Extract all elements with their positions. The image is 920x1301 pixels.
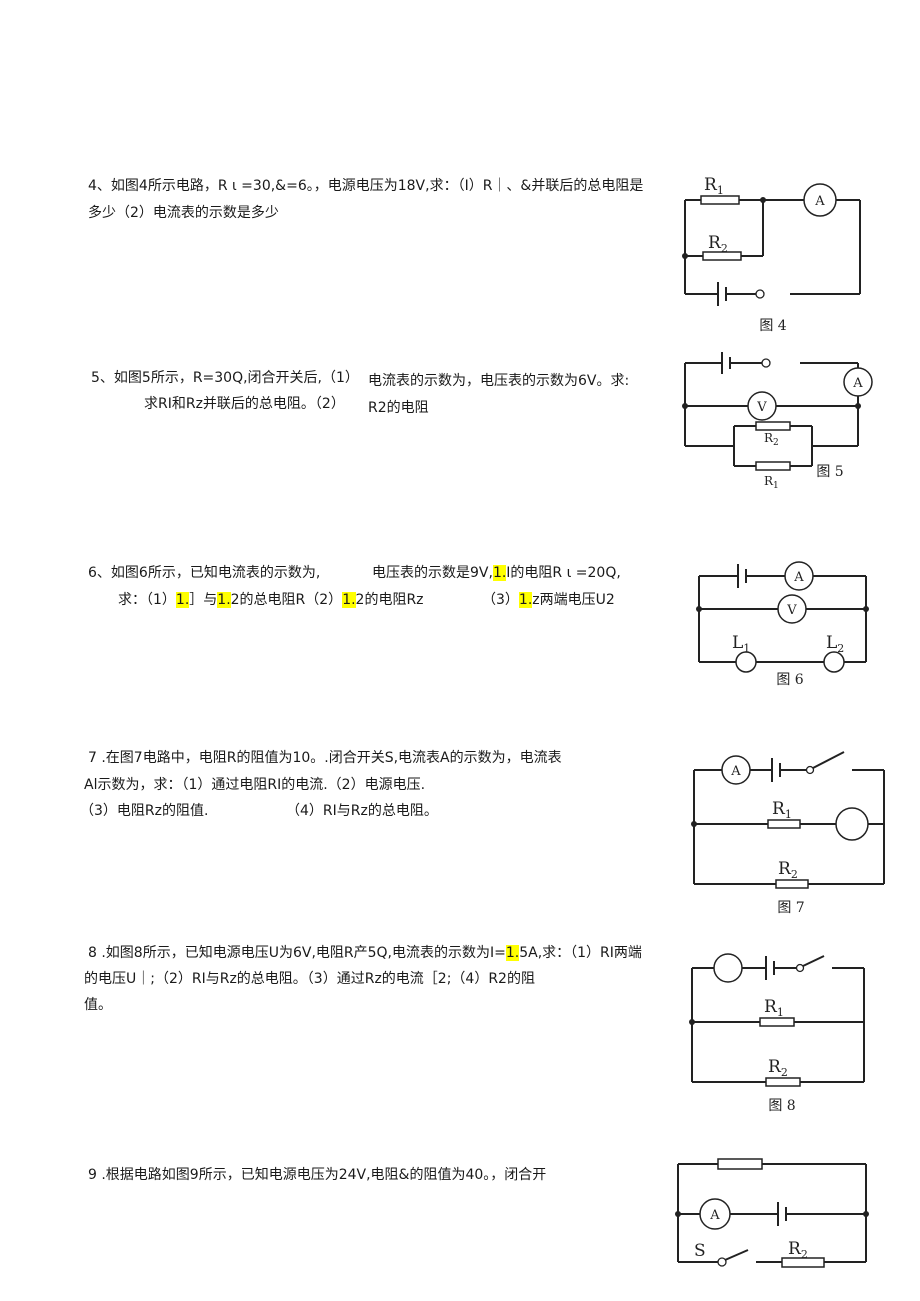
fig5-voltmeter-label: V bbox=[756, 400, 767, 415]
fig7-ammeter-label: A bbox=[730, 764, 741, 779]
fig7-r1-resistor bbox=[767, 819, 801, 829]
fig6-lamp-l2 bbox=[823, 651, 845, 673]
q6-l2a: 求：（1） bbox=[118, 592, 176, 608]
q6-l2e: （3） bbox=[482, 592, 519, 608]
fig4-r1-label: R1 bbox=[704, 175, 724, 197]
q6-highlight-2: 1. bbox=[175, 592, 190, 608]
q6-text-line1b: 电压表的示数是9V,1.I的电阻R ι =20Q, bbox=[372, 563, 621, 583]
q7-text-line3a: （3）电阻Rz的阻值. bbox=[80, 803, 209, 819]
fig5-r1-label: R1 bbox=[764, 474, 779, 491]
q6-highlight-1: 1. bbox=[492, 565, 507, 581]
q6-text-line1a: 6、如图6所示，已知电流表的示数为, bbox=[88, 565, 321, 581]
q5-text-line2a: 求RI和Rz并联后的总电阻。（2） bbox=[144, 396, 345, 412]
q5-text-line1b: 电流表的示数为，电压表的示数为6V。求: bbox=[368, 373, 630, 389]
q7-text-line3b: （4）RI与Rz的总电阻。 bbox=[286, 803, 438, 819]
q8-text-line1: 8 .如图8所示，已知电源电压U为6V,电阻R产5Q,电流表的示数为I=1.5A… bbox=[88, 943, 642, 963]
figure-9-circuit: A S R2 bbox=[675, 1158, 869, 1268]
q7-text-line2: Al示数为，求：（1）通过电阻RI的电流.（2）电源电压. bbox=[84, 777, 426, 793]
q6-l2f: z两端电压U2 bbox=[532, 592, 615, 608]
fig9-r1-resistor bbox=[717, 1158, 763, 1170]
fig4-ammeter-label: A bbox=[814, 194, 825, 209]
fig4-r1-resistor bbox=[700, 195, 740, 205]
q4-text-line2: 多少（2）电流表的示数是多少 bbox=[88, 205, 279, 221]
fig6-voltmeter-label: V bbox=[786, 603, 797, 618]
fig8-r1-label: R1 bbox=[764, 997, 784, 1019]
fig7-caption: 图 7 bbox=[777, 900, 804, 916]
fig5-caption: 图 5 bbox=[816, 464, 843, 480]
figure-4-circuit: A R1 R2 图 4 bbox=[682, 175, 861, 334]
fig7-r2-label: R2 bbox=[778, 859, 798, 881]
fig6-lamp-l1 bbox=[735, 651, 757, 673]
q6-voltage-text: 电压表的示数是9V, bbox=[372, 565, 493, 581]
fig9-r2-label: R2 bbox=[788, 1239, 808, 1261]
q6-highlight-3: 1. bbox=[217, 592, 231, 608]
fig8-r1-resistor bbox=[759, 1017, 795, 1027]
q6-r1-text: I的电阻R ι =20Q, bbox=[506, 565, 621, 581]
fig7-ammeter-a1 bbox=[835, 807, 869, 841]
figure-7-circuit: A R1 R2 图 7 bbox=[691, 751, 885, 916]
fig7-r2-resistor bbox=[775, 879, 809, 889]
q6-l2c: 2的总电阻R（2） bbox=[230, 592, 343, 608]
fig8-ammeter bbox=[713, 953, 743, 983]
q8-highlight: 1. bbox=[505, 945, 520, 961]
q5-text-line2b: R2的电阻 bbox=[368, 400, 429, 416]
fig4-caption: 图 4 bbox=[759, 318, 786, 334]
q5-text-line1a: 5、如图5所示，R=30Q,闭合开关后,（1） bbox=[91, 370, 359, 386]
fig5-ammeter-label: A bbox=[852, 376, 863, 391]
q6-text-line2: 求：（1）1.］与1.2的总电阻R（2）1.2的电阻Rz bbox=[118, 590, 424, 610]
fig6-ammeter-label: A bbox=[793, 570, 804, 585]
q7-text-line1: 7 .在图7电路中，电阻R的阻值为10。.闭合开关S,电流表A的示数为，电流表 bbox=[88, 750, 562, 766]
figure-6-circuit: A V L1 L2 图 6 bbox=[696, 561, 869, 688]
fig8-r2-label: R2 bbox=[768, 1057, 788, 1079]
fig7-r1-label: R1 bbox=[772, 799, 792, 821]
q6-highlight-5: 1. bbox=[518, 592, 533, 608]
fig5-r1-resistor bbox=[755, 461, 791, 471]
fig5-r2-label: R2 bbox=[764, 431, 779, 448]
q6-l2b: ］与 bbox=[189, 592, 218, 608]
fig4-r2-label: R2 bbox=[708, 233, 728, 255]
fig7-switch bbox=[812, 751, 845, 769]
figure-5-circuit: A V R2 R1 图 5 bbox=[682, 352, 873, 491]
q6-text-line2-right: （3）1.z两端电压U2 bbox=[482, 590, 615, 610]
q4-text-line1: 4、如图4所示电路，R ι =30,&=6。，电源电压为18V,求：（I）R｜、… bbox=[88, 178, 644, 194]
q9-text-line1: 9 .根据电路如图9所示，已知电源电压为24V,电阻&的阻值为40。，闭合开 bbox=[88, 1167, 547, 1183]
fig6-l2-label: L2 bbox=[826, 633, 844, 655]
q8-line1b: 5A,求：（1）RI两端 bbox=[519, 945, 642, 961]
q8-line1a: 8 .如图8所示，已知电源电压U为6V,电阻R产5Q,电流表的示数为I= bbox=[88, 945, 506, 961]
q6-highlight-4: 1. bbox=[342, 592, 356, 608]
fig5-r2-resistor bbox=[755, 421, 791, 431]
fig9-ammeter-label: A bbox=[709, 1208, 720, 1223]
fig6-l1-label: L1 bbox=[732, 633, 750, 655]
fig6-caption: 图 6 bbox=[776, 672, 803, 688]
q8-text-line2: 的电压U｜;（2）RI与Rz的总电阻。（3）通过Rz的电流［2;（4）R2的阻 bbox=[84, 971, 535, 987]
fig9-switch-label: S bbox=[694, 1241, 706, 1261]
q8-text-line3: 值。 bbox=[84, 997, 112, 1013]
fig9-switch bbox=[724, 1249, 749, 1261]
fig8-r2-resistor bbox=[765, 1077, 801, 1087]
figure-8-circuit: R1 R2 图 8 bbox=[689, 953, 865, 1114]
q6-l2d: 2的电阻Rz bbox=[355, 592, 424, 608]
fig8-caption: 图 8 bbox=[768, 1098, 795, 1114]
fig8-switch bbox=[802, 955, 825, 967]
